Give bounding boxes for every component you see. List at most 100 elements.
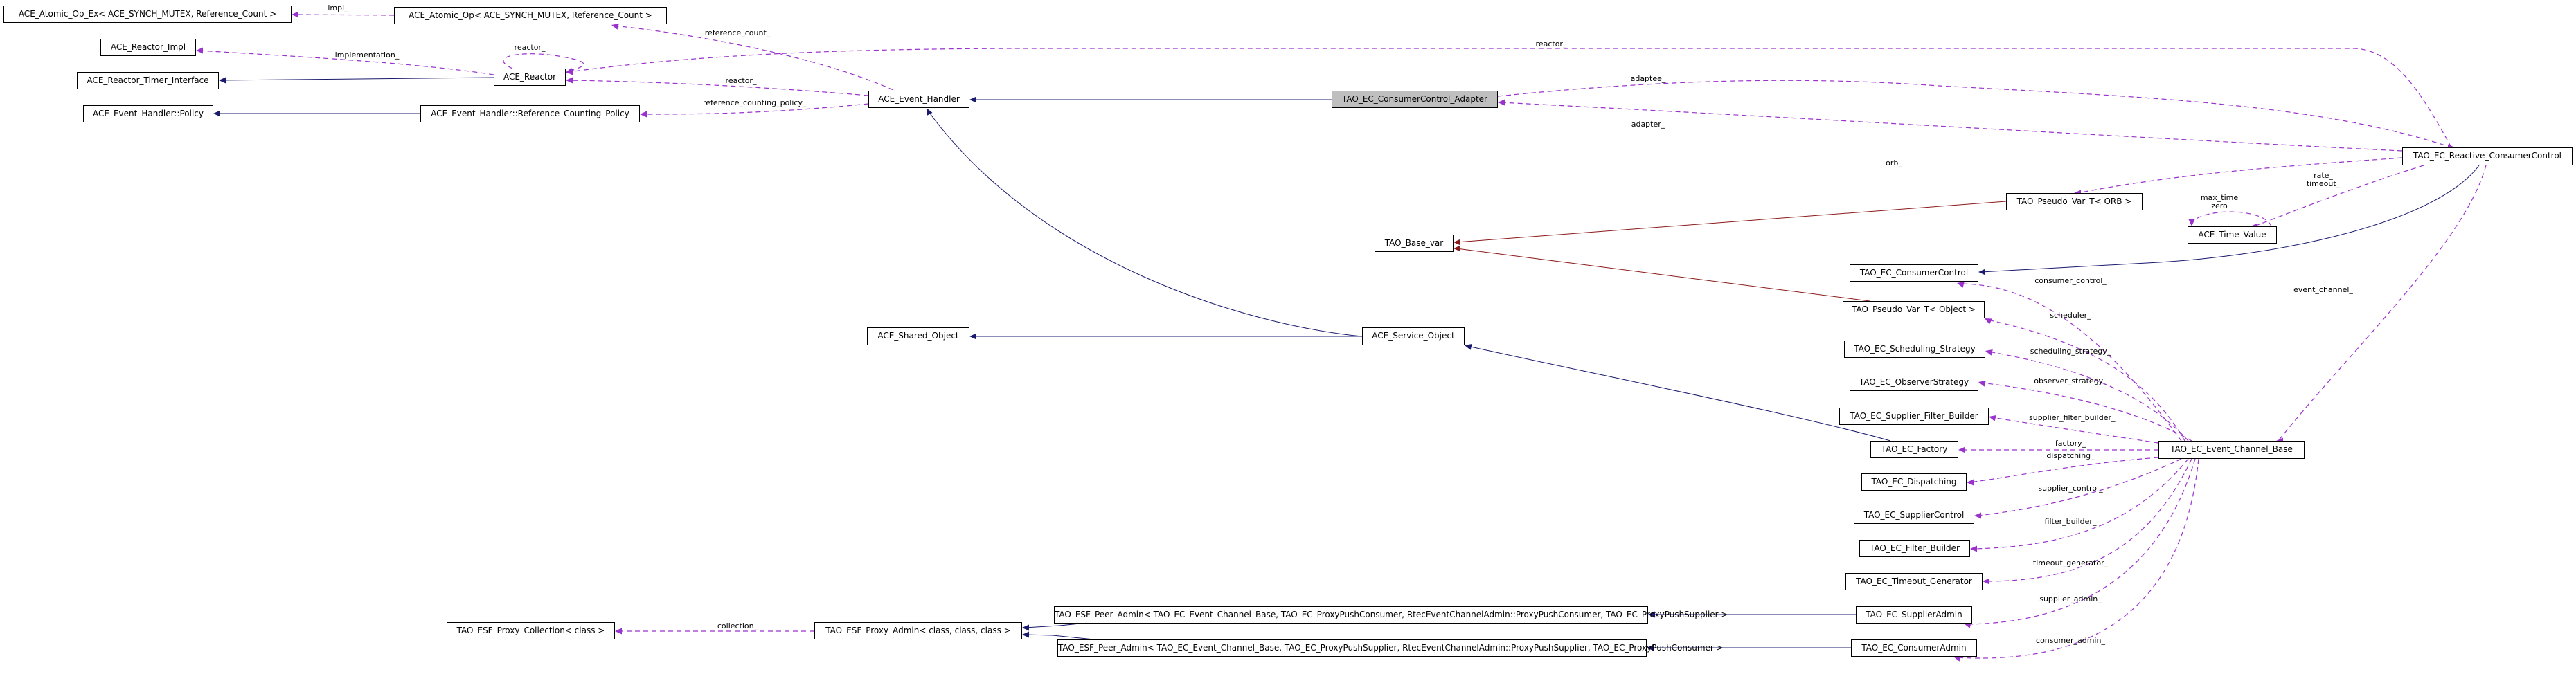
edge-label: consumer_control_ — [2034, 276, 2107, 285]
arrowhead-icon — [1970, 545, 1977, 552]
inheritance-edge — [1454, 245, 1870, 302]
arrowhead-icon — [196, 47, 203, 54]
class-node-factory[interactable]: TAO_EC_Factory — [1870, 441, 1958, 458]
edge-label: scheduling_strategy_ — [2030, 347, 2111, 356]
usage-edge — [640, 103, 869, 118]
edge-label: scheduler_ — [2050, 311, 2091, 320]
class-node-timeout-generator[interactable]: TAO_EC_Timeout_Generator — [1845, 573, 1983, 590]
usage-edge — [566, 77, 869, 96]
class-node-atomic-op[interactable]: ACE_Atomic_Op< ACE_SYNCH_MUTEX, Referenc… — [394, 7, 667, 24]
edge-label: adapter_ — [1631, 120, 1665, 129]
class-node-supplier-control[interactable]: TAO_EC_SupplierControl — [1854, 507, 1974, 524]
class-node-shared-object[interactable]: ACE_Shared_Object — [867, 327, 969, 345]
usage-edge — [2188, 211, 2272, 227]
class-node-peer-admin-consumer[interactable]: TAO_ESF_Peer_Admin< TAO_EC_Event_Channel… — [1054, 606, 1728, 624]
arrowhead-icon — [1985, 318, 1992, 325]
class-node-supplier-admin[interactable]: TAO_EC_SupplierAdmin — [1856, 606, 1972, 624]
inheritance-edge — [1022, 631, 1095, 640]
class-node-dispatching[interactable]: TAO_EC_Dispatching — [1861, 473, 1967, 491]
arrowhead-icon — [1964, 622, 1971, 628]
usage-edge — [1970, 458, 2189, 552]
edge-label: consumer_admin_ — [2036, 636, 2105, 645]
class-node-peer-admin-supplier[interactable]: TAO_ESF_Peer_Admin< TAO_EC_Event_Channel… — [1057, 639, 1724, 657]
class-node-observer-strategy[interactable]: TAO_EC_ObserverStrategy — [1850, 374, 1978, 391]
usage-edge — [1974, 458, 2182, 519]
arrowhead-icon — [969, 96, 976, 103]
arrowhead-icon — [1022, 624, 1029, 631]
edge-label: rate_ timeout_ — [2306, 171, 2341, 188]
edge-label: supplier_control_ — [2038, 484, 2103, 493]
edge-label: orb_ — [1886, 158, 1902, 167]
usage-edge — [1964, 458, 2196, 628]
arrowhead-icon — [1967, 479, 1974, 486]
inheritance-edge — [1648, 611, 1856, 618]
usage-edge — [1985, 349, 2189, 442]
arrowhead-icon — [566, 69, 573, 75]
inheritance-edge — [1022, 623, 1081, 631]
arrowhead-icon — [1648, 611, 1655, 618]
arrowhead-icon — [1978, 269, 1985, 275]
usage-edge — [1989, 415, 2159, 444]
edge-label: observer_strategy_ — [2034, 376, 2107, 385]
class-node-reactor-impl[interactable]: ACE_Reactor_Impl — [100, 39, 196, 56]
inheritance-edge — [969, 96, 1332, 103]
arrowhead-icon — [1022, 631, 1029, 638]
usage-edge — [1953, 458, 2199, 662]
edge-label: reactor_ — [514, 43, 546, 52]
class-node-consumer-control[interactable]: TAO_EC_ConsumerControl — [1850, 264, 1978, 282]
edge-label: dispatching_ — [2046, 451, 2095, 460]
usage-edge — [1985, 318, 2185, 442]
edge-label: reactor_ — [1535, 39, 1567, 48]
inheritance-edge — [1647, 644, 1851, 651]
usage-edge — [611, 24, 894, 91]
class-node-reactive-cc[interactable]: TAO_EC_Reactive_ConsumerControl — [2402, 147, 2573, 165]
class-node-filter-builder[interactable]: TAO_EC_Filter_Builder — [1859, 540, 1970, 557]
usage-edge — [292, 11, 395, 18]
usage-edge — [1983, 458, 2192, 585]
class-node-atomic-op-ex[interactable]: ACE_Atomic_Op_Ex< ACE_SYNCH_MUTEX, Refer… — [3, 6, 292, 23]
class-node-time-value[interactable]: ACE_Time_Value — [2188, 226, 2277, 244]
class-node-eh-ref-policy[interactable]: ACE_Event_Handler::Reference_Counting_Po… — [420, 105, 640, 122]
arrowhead-icon — [640, 111, 647, 118]
class-node-pseudo-orb[interactable]: TAO_Pseudo_Var_T< ORB > — [2006, 193, 2143, 210]
class-node-base-var[interactable]: TAO_Base_var — [1375, 235, 1454, 252]
arrowhead-icon — [1498, 99, 1505, 106]
edge-label: reactor_ — [725, 76, 757, 85]
class-node-pseudo-object[interactable]: TAO_Pseudo_Var_T< Object > — [1843, 301, 1985, 318]
inheritance-edge — [969, 333, 1362, 340]
arrowhead-icon — [969, 333, 976, 340]
class-node-proxy-admin[interactable]: TAO_ESF_Proxy_Admin< class, class, class… — [814, 622, 1022, 639]
inheritance-edge — [1454, 201, 2007, 246]
class-node-event-handler[interactable]: ACE_Event_Handler — [868, 91, 969, 108]
class-node-reactor[interactable]: ACE_Reactor — [494, 69, 566, 86]
arrowhead-icon — [1989, 415, 1996, 421]
arrowhead-icon — [1958, 446, 1965, 453]
class-node-proxy-collection[interactable]: TAO_ESF_Proxy_Collection< class > — [447, 622, 615, 639]
edge-label: event_channel_ — [2293, 285, 2353, 294]
class-node-service-object[interactable]: ACE_Service_Object — [1362, 327, 1465, 345]
arrowhead-icon — [927, 108, 933, 116]
edge-label: implementation_ — [334, 51, 400, 60]
inheritance-edge — [213, 110, 420, 117]
arrowhead-icon — [1985, 349, 1993, 356]
class-node-scheduling-strategy[interactable]: TAO_EC_Scheduling_Strategy — [1844, 340, 1985, 358]
arrowhead-icon — [1953, 655, 1961, 662]
class-node-consumer-admin[interactable]: TAO_EC_ConsumerAdmin — [1851, 639, 1977, 657]
edge-label: factory_ — [2055, 439, 2086, 448]
usage-edge — [1958, 446, 2158, 453]
edge-label: reference_counting_policy_ — [703, 98, 807, 107]
usage-edge — [566, 48, 2452, 148]
usage-edge — [1498, 99, 2403, 152]
class-node-event-channel-base[interactable]: TAO_EC_Event_Channel_Base — [2158, 441, 2305, 459]
class-node-eh-policy[interactable]: ACE_Event_Handler::Policy — [83, 105, 213, 122]
inheritance-edge — [1978, 165, 2480, 275]
arrowhead-icon — [219, 77, 226, 84]
class-node-reactor-timer-interface[interactable]: ACE_Reactor_Timer_Interface — [77, 72, 219, 89]
usage-edge — [1957, 282, 2182, 442]
class-node-cc-adapter[interactable]: TAO_EC_ConsumerControl_Adapter — [1332, 91, 1498, 108]
edge-label: reference_count_ — [704, 28, 771, 37]
class-node-supplier-filter-builder[interactable]: TAO_EC_Supplier_Filter_Builder — [1839, 408, 1989, 425]
inheritance-edge — [219, 77, 494, 84]
arrowhead-icon — [1454, 239, 1460, 246]
usage-edge — [196, 47, 494, 75]
